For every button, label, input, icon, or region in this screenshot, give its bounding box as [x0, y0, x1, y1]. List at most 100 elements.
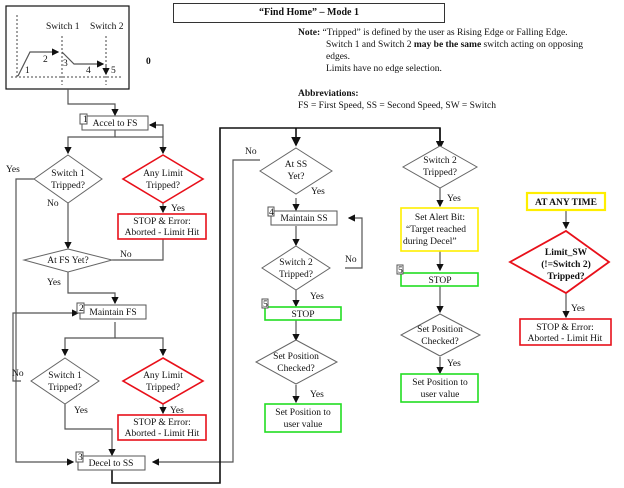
note-label: Note:: [298, 28, 321, 38]
decision-text: Switch 2: [423, 156, 457, 166]
step-label: Maintain SS: [280, 214, 327, 224]
decision-text: Yet?: [288, 172, 305, 182]
decision-any-limit-a: Any Limit Tripped?: [121, 154, 205, 204]
note-line2a: Switch 1 and Switch 2: [326, 40, 414, 50]
label-yes: Yes: [311, 187, 325, 197]
at-any-time-box: AT ANY TIME: [525, 191, 607, 212]
profile-accel-fs: [17, 48, 60, 77]
label-yes: Yes: [170, 406, 184, 416]
step-set-position-value-a: Set Position to user value: [264, 403, 342, 433]
label-no: No: [345, 255, 357, 265]
connectors-col1: [12, 89, 260, 466]
step-label: user value: [284, 420, 323, 430]
seg4-label: 4: [86, 66, 91, 76]
step-decel-to-ss: 3 Decel to SS: [75, 451, 146, 471]
error-text: STOP & Error:: [133, 418, 191, 428]
step-label: STOP: [291, 310, 314, 320]
step-label: “Target reached: [406, 225, 466, 235]
error-box-c: STOP & Error: Aborted - Limit Hit: [519, 318, 612, 346]
error-text: Aborted - Limit Hit: [528, 334, 603, 344]
connectors-col3: [436, 188, 570, 375]
decision-text: Tripped?: [51, 181, 85, 191]
decision-set-position-checked-a: Set Position Checked?: [254, 339, 339, 385]
zero-label: 0: [146, 57, 151, 67]
step-number: 1: [83, 115, 88, 125]
decision-text: Tripped?: [48, 383, 82, 393]
label-yes: Yes: [310, 390, 324, 400]
decision-at-ss-yet: At SS Yet?: [259, 147, 333, 195]
limit-loop-arrow: [148, 121, 164, 137]
step-label: during Decel”: [403, 237, 457, 247]
step-number: 3: [78, 453, 83, 463]
label-yes: Yes: [47, 278, 61, 288]
abbreviations-label: Abbreviations:: [298, 89, 359, 99]
decision-set-position-checked-b: Set Position Checked?: [399, 313, 482, 357]
decision-any-limit-b: Any Limit Tripped?: [121, 357, 205, 405]
step-set-alert-bit: Set Alert Bit: “Target reached during De…: [400, 207, 479, 252]
seg2-label: 2: [43, 55, 48, 65]
decision-text: Limit_SW: [545, 248, 588, 258]
error-text: Aborted - Limit Hit: [125, 228, 200, 238]
note-line4: Limits have no edge selection.: [326, 64, 442, 74]
motion-profile-inset: Switch 1 Switch 2 1 2 3 4 5 0: [5, 5, 151, 90]
decision-text: Checked?: [421, 337, 458, 347]
label-yes: Yes: [447, 194, 461, 204]
step-maintain-ss: 4 Maintain SS: [267, 206, 338, 226]
decision-switch1-tripped-b: Switch 1 Tripped?: [30, 357, 100, 405]
label-yes: Yes: [6, 165, 20, 175]
decision-limit-sw-tripped: Limit_SW (!=Switch 2) Tripped?: [508, 229, 611, 295]
abbreviations-block: Abbreviations: FS = First Speed, SS = Se…: [298, 88, 496, 112]
label-yes: Yes: [310, 292, 324, 302]
inset-switch2-label: Switch 2: [90, 22, 124, 32]
label-yes: Yes: [74, 406, 88, 416]
decision-text: Tripped?: [547, 272, 585, 282]
step-label: user value: [421, 390, 460, 400]
seg1-label: 1: [25, 66, 30, 76]
step-stop-b: 5 STOP: [396, 264, 479, 287]
connectors-col2: [292, 198, 363, 404]
label-yes: Yes: [171, 204, 185, 214]
note-line3: edges.: [326, 52, 351, 62]
decision-text: At FS Yet?: [47, 256, 88, 266]
decision-switch1-tripped-a: Switch 1 Tripped?: [33, 154, 103, 204]
decision-text: Switch 2: [279, 258, 313, 268]
step-maintain-fs: 2 Maintain FS: [76, 302, 147, 320]
decision-text: Switch 1: [48, 371, 82, 381]
note-line2c: switch acting on opposing: [481, 40, 584, 50]
decision-text: Tripped?: [423, 168, 457, 178]
step-label: Set Position to: [275, 408, 331, 418]
seg3-label: 3: [63, 59, 68, 69]
step-label: Decel to SS: [89, 459, 134, 469]
error-text: STOP & Error:: [536, 323, 594, 333]
decision-text: Any Limit: [143, 169, 183, 179]
step-number: 2: [79, 304, 84, 314]
label-no: No: [245, 147, 257, 157]
decision-text: Tripped?: [146, 181, 180, 191]
decision-text: Tripped?: [146, 383, 180, 393]
profile-decel-ss: [61, 51, 105, 68]
error-box-b: STOP & Error: Aborted - Limit Hit: [117, 414, 207, 441]
seg5-label: 5: [111, 66, 116, 76]
error-text: STOP & Error:: [133, 217, 191, 227]
inset-switch1-label: Switch 1: [46, 22, 80, 32]
step-number: 4: [269, 208, 274, 218]
decision-at-fs-yet: At FS Yet?: [22, 248, 114, 273]
note-line1: “Tripped” is defined by the user as Risi…: [322, 28, 568, 38]
decision-text: Set Position: [417, 325, 463, 335]
decision-switch2-tripped-a: Switch 2 Tripped?: [261, 245, 331, 291]
step-number: 5: [398, 266, 403, 276]
step-label: Set Position to: [412, 378, 468, 388]
abbreviations-text: FS = First Speed, SS = Second Speed, SW …: [298, 101, 496, 111]
step-label: STOP: [428, 276, 451, 286]
step-accel-to-fs: 1 Accel to FS: [79, 113, 149, 131]
decision-switch2-tripped-b: Switch 2 Tripped?: [401, 145, 479, 189]
decision-text: Any Limit: [143, 371, 183, 381]
step-stop-a: 5 STOP: [261, 298, 342, 321]
at-any-time-label: AT ANY TIME: [535, 198, 597, 208]
decision-text: Set Position: [273, 352, 319, 362]
label-no: No: [47, 199, 59, 209]
decision-text: At SS: [285, 160, 307, 170]
error-box-a: STOP & Error: Aborted - Limit Hit: [117, 213, 207, 240]
label-no: No: [120, 250, 132, 260]
